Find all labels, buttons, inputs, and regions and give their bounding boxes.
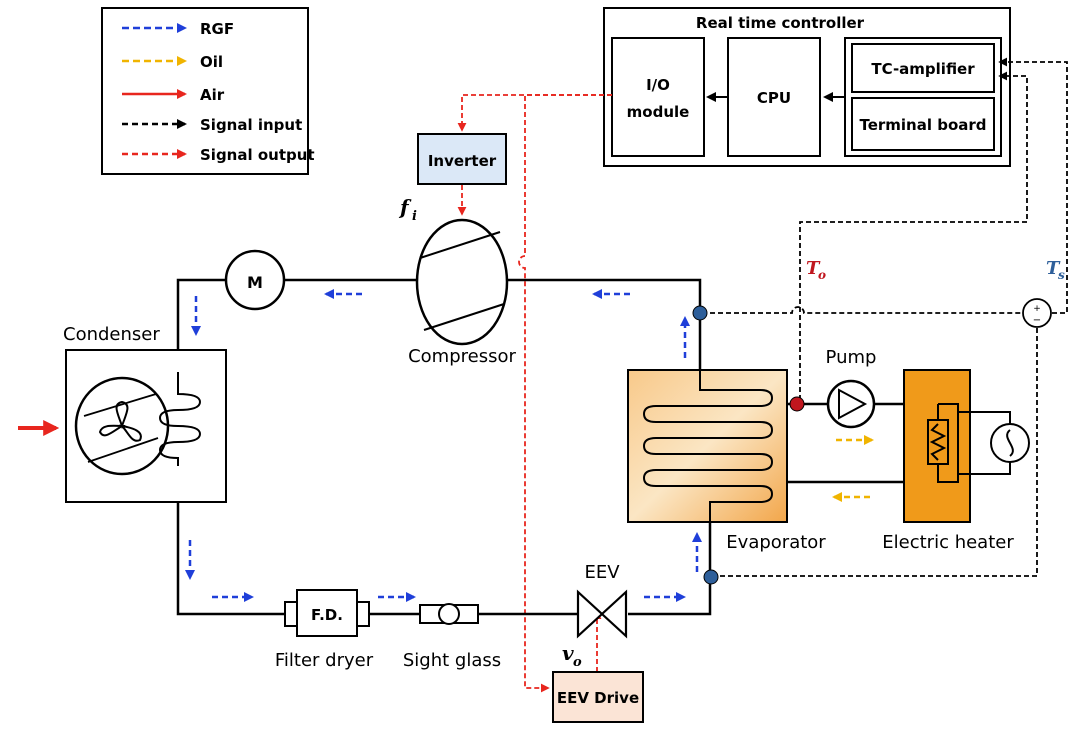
legend-label-air: Air [200,86,225,104]
sensor-water [789,396,805,412]
motor: M [224,249,286,311]
symbol-to-base: T [806,258,821,279]
evaporator-coil [642,370,774,522]
ac-source-icon [990,423,1030,463]
tc-amplifier-label: TC-amplifier [871,60,975,78]
sight-glass: Sight glass [403,603,501,671]
real-time-controller: Real time controller I/O module CPU TC-a… [603,7,1011,167]
signal-output-lines [457,94,612,693]
pressure-sensor: + − [1022,298,1052,328]
pump-label: Pump [826,347,877,368]
pressure-minus: − [1033,315,1041,326]
legend-item-air: Air [122,86,225,104]
cpu: CPU [727,37,821,157]
eev-drive: EEV Drive [552,671,644,723]
legend-item-signal-input: Signal input [122,116,302,134]
compressor-label: Compressor [408,346,516,367]
filter-dryer: F.D. Filter dryer [275,589,374,671]
legend: RGF Oil Air Signal input Signal output [101,7,315,175]
legend-label-signal-output: Signal output [200,146,315,164]
sensor-outlet [692,305,708,321]
symbol-fi-base: f [398,195,412,219]
legend-label-signal-input: Signal input [200,116,302,134]
symbol-vo: v o [562,641,582,670]
condenser-coil [158,372,202,466]
resistor-icon [927,403,959,483]
symbol-ts-sub: s [1058,268,1065,282]
inverter-label: Inverter [428,152,497,170]
sensors: + − [692,298,1052,585]
symbol-ts-base: T [1046,258,1061,279]
electric-heater-label: Electric heater [882,532,1014,553]
eev-drive-label: EEV Drive [557,689,639,707]
legend-item-rgf: RGF [122,20,234,38]
inverter: Inverter [417,133,507,185]
sensor-inlet [703,569,719,585]
controller-title: Real time controller [696,14,865,32]
fan-icon [98,400,142,442]
terminal-board: Terminal board [851,97,995,151]
io-module-label-1: I/O [646,76,670,94]
io-module-label-2: module [627,103,690,121]
condenser-label: Condenser [63,324,160,345]
symbol-to-sub: o [818,268,826,282]
symbol-fi-sub: i [412,209,417,224]
electric-heater: Electric heater [882,369,1030,553]
legend-label-rgf: RGF [200,20,234,38]
terminal-board-label: Terminal board [859,116,986,134]
symbol-ts: T s [1046,258,1065,282]
signal-input-lines [710,57,1068,577]
symbol-vo-sub: o [573,655,582,670]
tc-amplifier: TC-amplifier [851,43,995,93]
legend-label-oil: Oil [200,53,223,71]
condenser: Condenser [63,324,227,503]
io-module: I/O module [611,37,705,157]
legend-item-signal-output: Signal output [122,146,315,164]
pump: Pump [826,347,877,429]
cpu-label: CPU [757,89,791,107]
eev-valve: EEV [576,562,628,639]
compressor: Compressor [408,218,516,367]
filter-dryer-label: Filter dryer [275,650,374,671]
evaporator-label: Evaporator [726,532,826,553]
pressure-plus: + [1033,304,1041,314]
filter-dryer-abbr: F.D. [311,606,343,624]
sight-glass-label: Sight glass [403,650,501,671]
rgf-flow-arrows [185,289,702,602]
oil-flow-arrows [832,435,874,502]
evaporator: Evaporator [627,369,826,553]
eev-label: EEV [584,562,620,583]
refrigerant-piping [176,278,904,616]
legend-item-oil: Oil [122,53,223,71]
motor-label: M [247,273,263,292]
symbol-fi: f i [398,195,417,224]
symbol-vo-base: v [562,641,574,665]
symbol-to: T o [806,258,826,282]
